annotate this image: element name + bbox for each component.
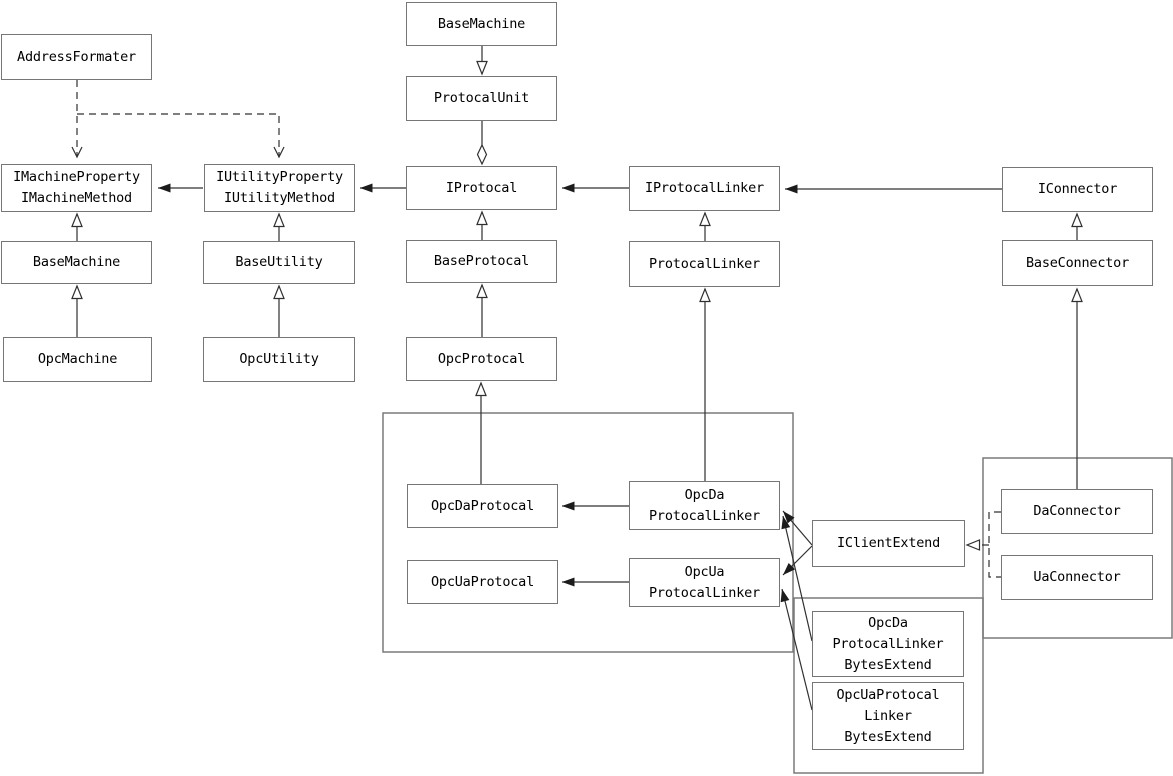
class-box-iprotocallinker: IProtocalLinker <box>629 166 780 211</box>
class-box-protocallinker: ProtocalLinker <box>629 241 780 287</box>
assoc-opcdabytesextend-to-opcdalinker <box>781 515 813 642</box>
class-box-baseprotocal: BaseProtocal <box>406 240 557 283</box>
class-box-opcutility: OpcUtility <box>203 337 355 382</box>
realize-connectors-junction <box>988 511 1001 578</box>
class-box-opcda-protocallinker-bytesextend: OpcDa ProtocalLinker BytesExtend <box>812 611 964 677</box>
class-box-daconnector: DaConnector <box>1001 489 1153 534</box>
class-box-baseconnector: BaseConnector <box>1002 240 1153 286</box>
class-box-opcmachine: OpcMachine <box>3 337 152 382</box>
class-box-iclientextend: IClientExtend <box>812 520 965 567</box>
class-box-iprotocal: IProtocal <box>406 166 557 210</box>
assoc-iclientextend-to-opcualinker <box>782 545 813 576</box>
assoc-iclientextend-to-opcdalinker <box>782 510 813 546</box>
class-box-opcuaprotocal-linker-bytesextend: OpcUaProtocal Linker BytesExtend <box>812 682 964 750</box>
class-box-opcdaprotocal: OpcDaProtocal <box>407 484 558 528</box>
class-box-protocalunit: ProtocalUnit <box>406 76 557 121</box>
group-opc-protocal-package <box>382 412 794 653</box>
class-box-iutilityproperty-iutilitymethod: IUtilityProperty IUtilityMethod <box>204 164 355 212</box>
group-bytes-extend-package <box>793 597 984 774</box>
dependency-addressformater-iutility <box>77 113 285 159</box>
class-box-basemachine-left: BaseMachine <box>1 241 152 284</box>
class-box-addressformater: AddressFormater <box>1 34 152 80</box>
class-box-baseutility: BaseUtility <box>203 241 355 284</box>
assoc-opcuabytesextend-to-opcualinker <box>780 588 813 711</box>
class-box-opcprotocal: OpcProtocal <box>406 337 557 381</box>
class-box-uaconnector: UaConnector <box>1001 555 1153 600</box>
class-box-opcuaprotocal: OpcUaProtocal <box>407 560 558 604</box>
class-box-iconnector: IConnector <box>1002 167 1153 212</box>
class-box-basemachine-top: BaseMachine <box>406 2 557 46</box>
class-box-opcda-protocallinker: OpcDa ProtocalLinker <box>629 481 780 530</box>
class-box-imachineproperty-imachinemethod: IMachineProperty IMachineMethod <box>1 164 152 212</box>
class-box-opcua-protocallinker: OpcUa ProtocalLinker <box>629 558 780 607</box>
